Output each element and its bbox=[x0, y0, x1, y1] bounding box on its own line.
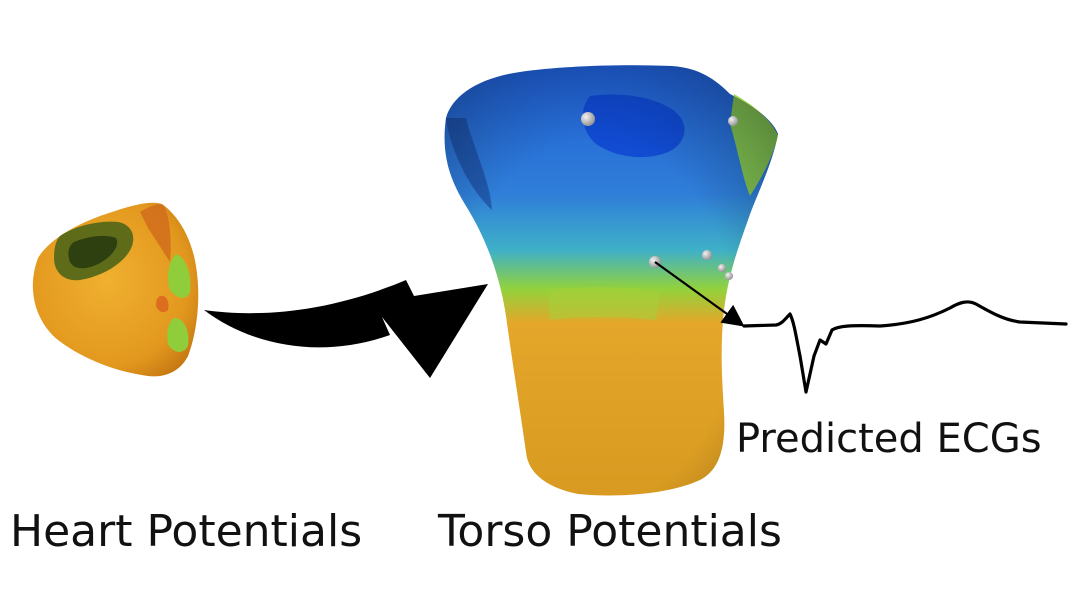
curved-arrow-icon bbox=[204, 280, 488, 378]
heart-mesh-icon bbox=[32, 202, 199, 377]
electrode-marker bbox=[718, 264, 726, 272]
electrode-marker bbox=[725, 272, 733, 280]
electrode-markers bbox=[581, 112, 738, 280]
electrode-marker bbox=[702, 250, 712, 260]
electrode-pointer-arrow bbox=[654, 261, 745, 327]
heart-potentials-label: Heart Potentials bbox=[10, 506, 363, 557]
torso-mesh-icon bbox=[444, 65, 778, 496]
predicted-ecgs-label: Predicted ECGs bbox=[736, 416, 1042, 462]
electrode-marker bbox=[728, 116, 738, 126]
torso-potentials-label: Torso Potentials bbox=[438, 506, 782, 557]
ecg-waveform-icon bbox=[742, 300, 1068, 394]
electrode-marker bbox=[581, 112, 595, 126]
